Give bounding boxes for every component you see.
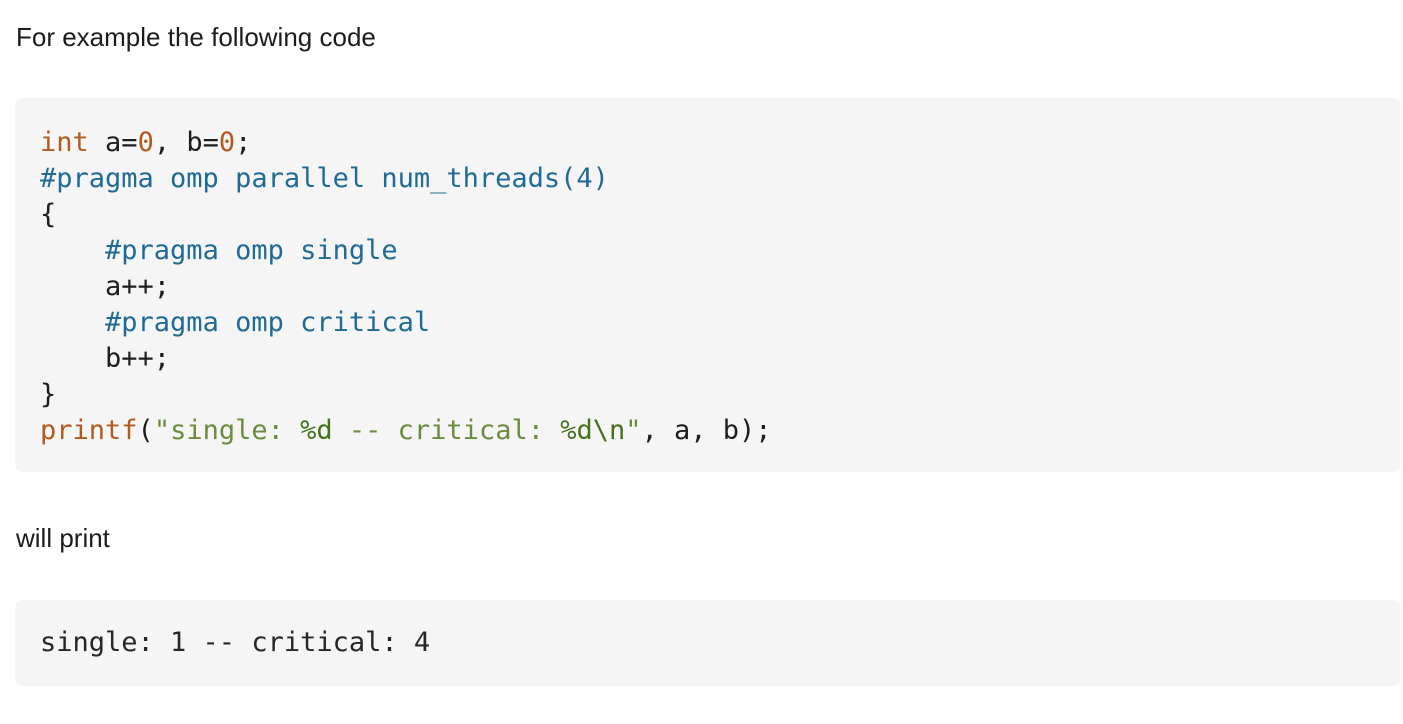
code-token-preproc: #pragma omp single bbox=[105, 235, 398, 266]
code-token-preproc: #pragma omp parallel num_threads(4) bbox=[40, 163, 609, 194]
code-line: { bbox=[40, 197, 1376, 233]
code-token-number: 0 bbox=[137, 127, 154, 158]
code-token-plain: a++; bbox=[40, 271, 171, 302]
code-line: b++; bbox=[40, 341, 1376, 377]
code-line: int a=0, b=0; bbox=[40, 125, 1376, 161]
code-line: a++; bbox=[40, 269, 1376, 305]
code-token-plain: a= bbox=[88, 127, 138, 158]
code-token-string: "single: bbox=[153, 415, 301, 446]
intro-text: For example the following code bbox=[16, 22, 376, 52]
code-token-string: " bbox=[625, 415, 642, 446]
code-line: #pragma omp critical bbox=[40, 305, 1376, 341]
output-line: single: 1 -- critical: 4 bbox=[40, 627, 431, 658]
code-token-keyword: int bbox=[40, 127, 89, 158]
code-token-plain: } bbox=[40, 379, 57, 410]
code-token-plain: { bbox=[40, 199, 57, 230]
code-token-plain: , b= bbox=[153, 127, 219, 158]
code-token-plain: ( bbox=[137, 415, 154, 446]
code-line: #pragma omp single bbox=[40, 233, 1376, 269]
code-token-string: -- critical: bbox=[332, 415, 561, 446]
code-token-escape: %d bbox=[560, 415, 593, 446]
code-token-plain: ; bbox=[235, 127, 252, 158]
code-line: #pragma omp parallel num_threads(4) bbox=[40, 161, 1376, 197]
output-code-block: single: 1 -- critical: 4 bbox=[15, 600, 1401, 686]
will-print-text: will print bbox=[16, 523, 110, 553]
document: For example the following code int a=0, … bbox=[0, 22, 1403, 686]
source-code-block: int a=0, b=0;#pragma omp parallel num_th… bbox=[15, 98, 1401, 472]
code-token-function: printf bbox=[40, 415, 138, 446]
code-token-escape: \n bbox=[592, 415, 626, 446]
code-token-plain bbox=[40, 235, 105, 266]
code-token-plain: , a, b); bbox=[641, 415, 772, 446]
code-line: } bbox=[40, 377, 1376, 413]
code-line: printf("single: %d -- critical: %d\n", a… bbox=[40, 413, 1376, 449]
code-token-escape: %d bbox=[300, 415, 333, 446]
code-token-plain bbox=[40, 307, 105, 338]
code-token-preproc: #pragma omp critical bbox=[105, 307, 431, 338]
code-token-plain: b++; bbox=[40, 343, 171, 374]
code-token-number: 0 bbox=[218, 127, 236, 158]
